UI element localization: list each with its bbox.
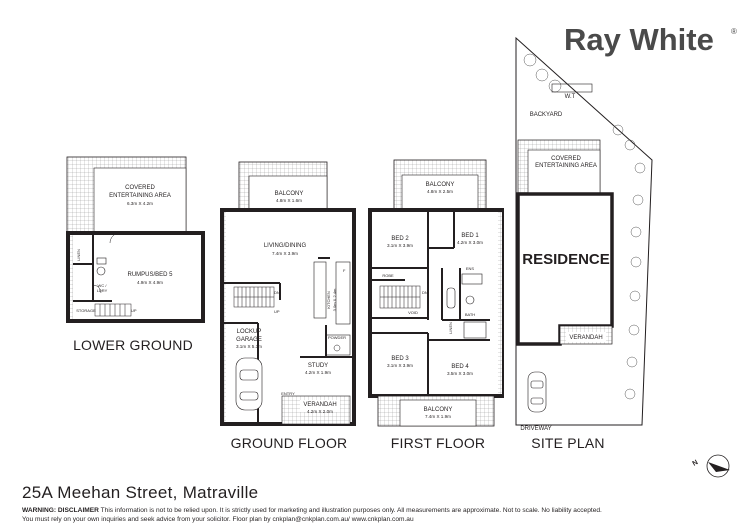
lower-ground-caption: LOWER GROUND — [73, 337, 193, 353]
lower-ground-plan: COVERED ENTERTAINING AREA 6.3m X 4.2m RU… — [66, 156, 205, 353]
ff-stairs — [379, 285, 421, 309]
lower-ground-walls — [66, 231, 205, 323]
disclaimer-line-1: This information is not to be relied upo… — [98, 507, 602, 514]
ff-bed1-dims: 4.2m X 3.0m — [457, 240, 483, 245]
site-residence-label: RESIDENCE — [522, 251, 610, 268]
brand-registered-mark: ® — [731, 27, 737, 36]
lg-linen-label: LINEN — [76, 249, 81, 261]
ray-white-logo: Ray White ® — [564, 22, 737, 57]
site-plan: W.T BACKYARD COVERED ENTERTAINING AREA R… — [515, 36, 653, 451]
lg-storage-label: STORAGE — [76, 308, 96, 313]
laundry-tub — [96, 257, 107, 265]
disclaimer-heading: WARNING: DISCLAIMER — [22, 507, 99, 514]
ff-bed4-dims: 3.5m X 3.0m — [447, 371, 473, 376]
gf-living-label: LIVING/DINING — [264, 243, 307, 249]
gf-up-label: UP — [274, 309, 280, 314]
lg-wc-label-1: WC / — [98, 283, 108, 288]
ff-bath-label: BATH — [465, 312, 475, 317]
lg-rumpus-label: RUMPUS/BED 5 — [127, 272, 173, 278]
ff-balcony-dims: 4.8m X 2.5m — [427, 189, 453, 194]
gf-dn-label: DN — [274, 290, 280, 295]
lg-wc-label-2: LDRY — [97, 288, 108, 293]
ff-bed2-label: BED 2 — [391, 236, 409, 242]
residence-outline — [516, 192, 614, 346]
gf-verandah-label: VERANDAH — [303, 402, 336, 408]
gf-garage-label-2: GARAGE — [236, 337, 262, 343]
gf-kitchen-label: KITCHEN — [326, 291, 331, 309]
site-driveway-label: DRIVEWAY — [520, 426, 551, 432]
ground-floor-plan: BALCONY 4.8m X 1.6m LIVING/DINING 7.4m X… — [220, 161, 356, 451]
ff-balcony2-label: BALCONY — [424, 407, 453, 413]
disclaimer-line-2: You must rely on your own inquiries and … — [22, 516, 414, 523]
ff-balcony-bottom — [399, 399, 477, 427]
gf-living-dims: 7.4m X 3.9m — [272, 251, 298, 256]
lower-stairs — [94, 303, 132, 317]
ff-robe-label: ROBE — [382, 273, 394, 278]
ff-bed3-label: BED 3 — [391, 356, 409, 362]
gf-entry-label: ENTRY — [281, 391, 295, 396]
gf-powder-label: POWDER — [328, 335, 346, 340]
ff-balcony-top — [401, 174, 479, 211]
driveway-car-icon — [527, 371, 547, 413]
ff-bed4-label: BED 4 — [451, 364, 469, 370]
wc-fixture — [96, 266, 106, 276]
disclaimer: WARNING: DISCLAIMER This information is … — [22, 506, 742, 524]
north-label: N — [692, 459, 700, 468]
ff-void-label: VOID — [408, 310, 418, 315]
site-verandah-label: VERANDAH — [569, 335, 602, 341]
gf-fridge-label: F — [343, 268, 346, 273]
covered-entertaining-area — [93, 167, 187, 234]
property-address: 25A Meehan Street, Matraville — [22, 483, 259, 502]
gf-stairs — [233, 286, 275, 308]
lg-covered-label-2: ENTERTAINING AREA — [109, 193, 171, 199]
ff-balcony2-dims: 7.4m X 1.9m — [425, 414, 451, 419]
site-covered-label-2: ENTERTAINING AREA — [535, 163, 597, 169]
ff-bed3-dims: 3.1m X 3.9m — [387, 363, 413, 368]
kitchen-bench — [313, 261, 327, 319]
gf-balcony-dims: 4.8m X 1.6m — [276, 198, 302, 203]
garage-car-icon — [235, 357, 263, 411]
first-floor-caption: FIRST FLOOR — [391, 435, 486, 451]
ff-ens-label: ENS — [466, 266, 475, 271]
gf-kitchen-dims: 3.0m X 2.4m — [332, 288, 337, 311]
site-backyard-label: BACKYARD — [530, 112, 563, 118]
site-wt-label: W.T — [565, 94, 576, 100]
ff-bed2-dims: 3.1m X 3.9m — [387, 243, 413, 248]
ff-linen-label: LINEN — [448, 322, 453, 334]
ff-balcony-label: BALCONY — [426, 182, 455, 188]
gf-garage-dims: 3.1m X 5.3m — [236, 344, 262, 349]
gf-study-dims: 4.2m X 1.9m — [305, 370, 331, 375]
gf-study-label: STUDY — [308, 363, 328, 369]
water-tank — [551, 83, 593, 93]
gf-garage-label-1: LOCKUP — [237, 329, 262, 335]
site-plan-caption: SITE PLAN — [531, 435, 604, 451]
north-arrow-icon: N — [692, 454, 730, 478]
first-floor-plan: BALCONY 4.8m X 2.5m BED 2 3.1m X 3.9m BE… — [368, 159, 504, 451]
lg-covered-label-1: COVERED — [125, 185, 155, 191]
site-trees — [523, 53, 646, 400]
site-covered-label-1: COVERED — [551, 156, 581, 162]
ff-bed1-label: BED 1 — [461, 233, 479, 239]
lg-up-label: UP — [131, 308, 137, 313]
ground-floor-caption: GROUND FLOOR — [231, 435, 348, 451]
brand-name: Ray White — [564, 22, 714, 57]
lg-covered-dims: 6.3m X 4.2m — [127, 201, 153, 206]
gf-balcony-label: BALCONY — [275, 191, 304, 197]
gf-verandah-dims: 4.2m X 2.0m — [307, 409, 333, 414]
lg-rumpus-dims: 4.9m X 4.9m — [137, 280, 163, 285]
ff-dn-label: DN — [422, 290, 428, 295]
